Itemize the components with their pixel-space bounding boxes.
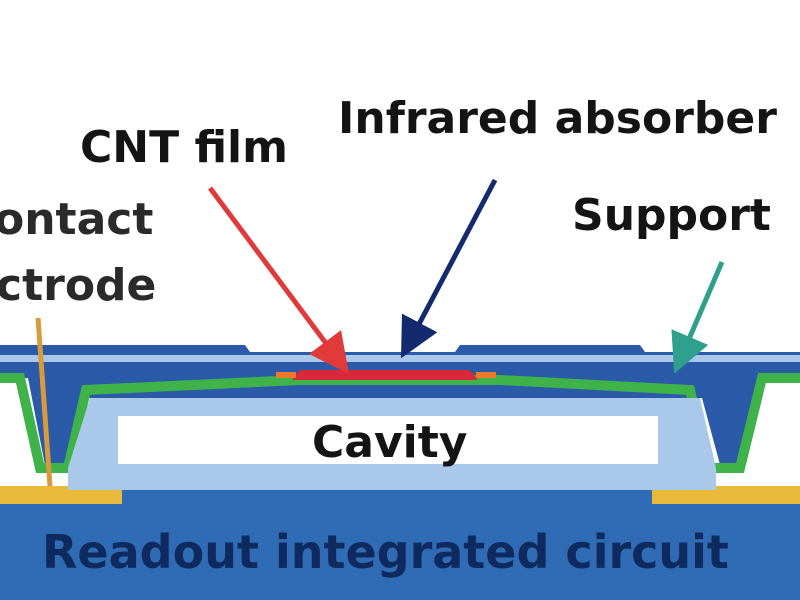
contact-electrode-arrow xyxy=(35,317,53,487)
cnt-film-arrow xyxy=(207,186,349,375)
readout-circuit-substrate xyxy=(0,490,800,600)
readout-circuit-label: Readout integrated circuit xyxy=(42,525,729,579)
outer-shell-layer xyxy=(0,345,800,472)
infrared-absorber-arrow xyxy=(401,178,498,359)
cnt-film-layer xyxy=(292,370,478,380)
support-label: Support xyxy=(572,190,771,241)
support-arrow xyxy=(671,261,725,374)
cnt-edge-left xyxy=(276,372,296,378)
contact-label-line2: ctrode xyxy=(0,260,156,311)
cnt-film-label: CNT film xyxy=(80,122,288,173)
insulator-top-strip xyxy=(0,355,800,362)
cavity-label: Cavity xyxy=(312,417,467,468)
infrared-absorber-label: Infrared absorber xyxy=(338,93,777,144)
contact-label-line1: ontact xyxy=(0,194,153,245)
right-electrode-pad xyxy=(652,486,800,504)
cnt-edge-right xyxy=(476,372,496,378)
cavity-region xyxy=(118,416,658,464)
left-electrode-pad xyxy=(0,486,122,504)
